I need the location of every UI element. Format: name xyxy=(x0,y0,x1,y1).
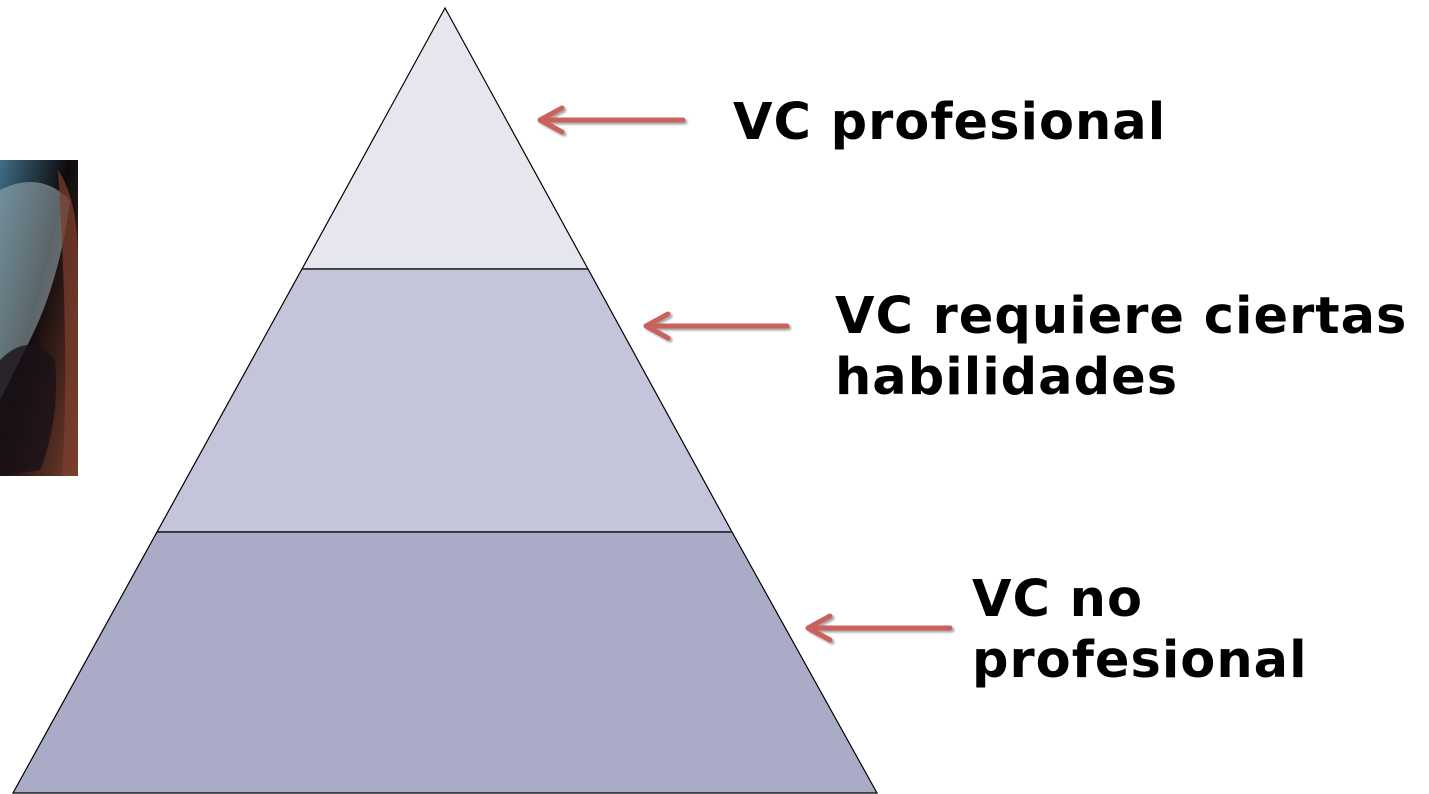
arrow-middle xyxy=(643,311,790,341)
tier-label-line: habilidades xyxy=(835,348,1179,407)
tier-label-middle: VC requiere ciertas habilidades xyxy=(835,286,1407,408)
left-arrow-icon xyxy=(805,613,953,643)
left-arrow-icon xyxy=(643,311,790,341)
tier-label-line: VC profesional xyxy=(733,93,1167,152)
cropped-photo xyxy=(0,160,78,476)
tier-label-bottom: VC no profesional xyxy=(972,569,1308,691)
tier-label-line: VC requiere ciertas xyxy=(835,287,1408,346)
pyramid-tier-middle xyxy=(155,268,734,533)
arrow-bottom xyxy=(805,613,953,643)
pyramid-tier-top xyxy=(300,6,590,270)
left-arrow-icon xyxy=(537,105,686,135)
pyramid-tier-bottom xyxy=(11,531,879,794)
tier-label-line: VC no xyxy=(972,570,1143,629)
tier-label-line: profesional xyxy=(972,631,1308,690)
tier-label-top: VC profesional xyxy=(733,92,1166,153)
arrow-top xyxy=(537,105,686,135)
